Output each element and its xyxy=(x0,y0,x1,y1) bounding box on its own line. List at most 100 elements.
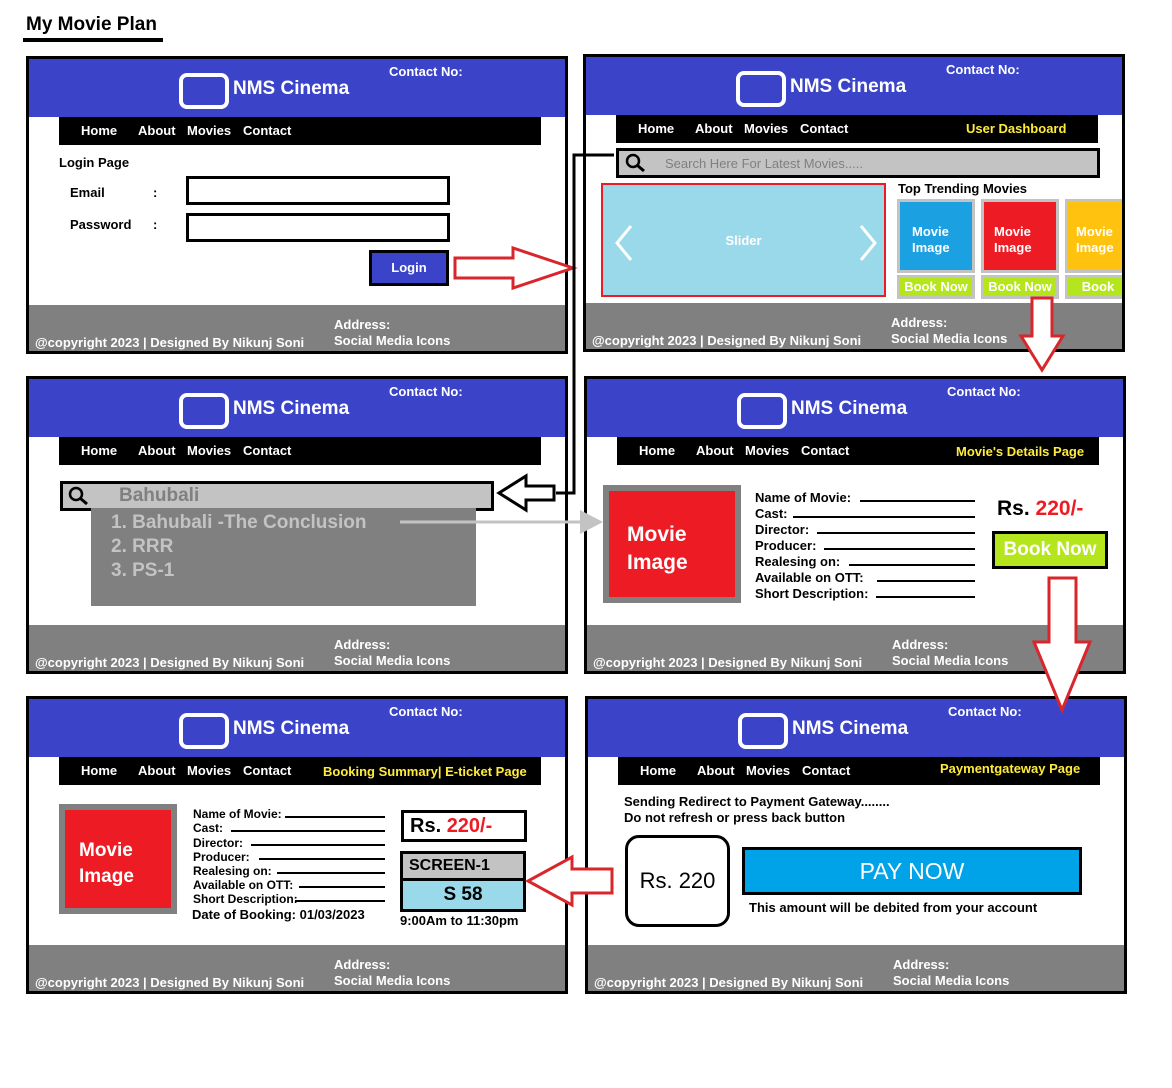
field-name-of-movie: Name of Movie: xyxy=(193,807,282,821)
address-label: Address: xyxy=(891,315,948,330)
nav-contact[interactable]: Contact xyxy=(243,123,292,138)
nav-home[interactable]: Home xyxy=(81,123,118,138)
field-short-description: Short Description: xyxy=(193,892,298,906)
brand-name: NMS Cinema xyxy=(792,718,909,739)
social-media-icons[interactable]: Social Media Icons xyxy=(892,653,1009,668)
nav-home[interactable]: Home xyxy=(639,443,676,458)
login-button[interactable]: Login xyxy=(369,250,449,286)
trending-title: Top Trending Movies xyxy=(898,181,1028,196)
book-now-button[interactable]: Book Now xyxy=(981,275,1059,299)
nav-home[interactable]: Home xyxy=(638,121,675,136)
search-placeholder: Search Here For Latest Movies..... xyxy=(665,156,863,171)
price-value: 220/- xyxy=(1035,497,1084,520)
nav-contact[interactable]: Contact xyxy=(243,443,292,458)
nav-movies[interactable]: Movies xyxy=(187,763,232,778)
social-media-icons[interactable]: Social Media Icons xyxy=(893,973,1010,988)
nav-movies[interactable]: Movies xyxy=(187,123,232,138)
flow-arrow-result-to-details xyxy=(580,510,603,534)
book-now-button[interactable]: Book xyxy=(1065,275,1122,299)
site-footer: @copyright 2023 | Designed By Nikunj Son… xyxy=(29,945,565,991)
refresh-warning: Do not refresh or press back button xyxy=(624,810,846,825)
redirect-message: Sending Redirect to Payment Gateway.....… xyxy=(624,794,890,809)
site-header: NMS Cinema Contact No: xyxy=(587,379,1123,437)
email-field[interactable] xyxy=(186,176,450,205)
field-name-of-movie: Name of Movie: xyxy=(755,490,852,505)
site-header: NMS Cinema Contact No: xyxy=(29,699,565,757)
field-available-on-ott: Available on OTT: xyxy=(193,878,294,892)
brand-name: NMS Cinema xyxy=(791,398,908,419)
movie-details-wireframe: NMS Cinema Contact No: Home About Movies… xyxy=(584,376,1126,674)
flow-arrow-login-to-dashboard xyxy=(453,245,578,291)
trending-card-image[interactable]: Movie Image xyxy=(897,199,975,273)
site-footer: @copyright 2023 | Designed By Nikunj Son… xyxy=(587,625,1123,671)
book-now-button[interactable]: Book Now xyxy=(992,531,1108,569)
nav-about[interactable]: About xyxy=(696,443,734,458)
payment-gateway-wireframe: NMS Cinema Contact No: Home About Movies… xyxy=(585,696,1127,994)
nav-movies[interactable]: Movies xyxy=(744,121,789,136)
site-footer: @copyright 2023 | Designed By Nikunj Son… xyxy=(588,945,1124,991)
slider-next-icon[interactable] xyxy=(857,223,879,263)
social-media-icons[interactable]: Social Media Icons xyxy=(334,333,451,348)
nav-about[interactable]: About xyxy=(138,763,176,778)
nav-movies[interactable]: Movies xyxy=(745,443,790,458)
password-colon: : xyxy=(153,217,158,232)
password-field[interactable] xyxy=(186,213,450,242)
slider-label: Slider xyxy=(725,233,762,248)
field-available-on-ott: Available on OTT: xyxy=(755,570,864,585)
contact-label: Contact No: xyxy=(389,384,463,399)
search-bar[interactable]: Search Here For Latest Movies..... xyxy=(616,148,1100,178)
movie-image: Movie Image xyxy=(603,485,741,603)
nav-contact[interactable]: Contact xyxy=(802,763,851,778)
field-producer: Producer: xyxy=(193,850,250,864)
trending-card-image[interactable]: Movie Image xyxy=(981,199,1059,273)
field-producer: Producer: xyxy=(755,538,817,553)
search-result-item[interactable]: 1. Bahubali -The Conclusion xyxy=(111,512,367,533)
password-label: Password xyxy=(70,217,132,232)
page-label: Movie's Details Page xyxy=(956,444,1085,459)
nav-home[interactable]: Home xyxy=(81,443,118,458)
nav-contact[interactable]: Contact xyxy=(243,763,292,778)
nav-movies[interactable]: Movies xyxy=(746,763,791,778)
price: Rs. 220/- xyxy=(997,497,1083,521)
search-result-item[interactable]: 3. PS-1 xyxy=(111,560,175,581)
nav-home[interactable]: Home xyxy=(640,763,677,778)
nav-about[interactable]: About xyxy=(695,121,733,136)
brand-name: NMS Cinema xyxy=(233,718,350,739)
email-colon: : xyxy=(153,185,158,200)
nav-about[interactable]: About xyxy=(697,763,735,778)
slider-prev-icon[interactable] xyxy=(613,223,635,263)
nav-about[interactable]: About xyxy=(138,443,176,458)
field-director: Director: xyxy=(193,836,244,850)
social-media-icons[interactable]: Social Media Icons xyxy=(891,331,1008,346)
site-footer: @copyright 2023 | Designed By Nikunj Son… xyxy=(29,305,565,351)
search-results-dropdown: 1. Bahubali -The Conclusion 2. RRR 3. PS… xyxy=(91,508,476,606)
flow-arrow-details-to-payment xyxy=(1031,576,1093,714)
nav-movies[interactable]: Movies xyxy=(187,443,232,458)
nav-contact[interactable]: Contact xyxy=(800,121,849,136)
copyright-text: @copyright 2023 | Designed By Nikunj Son… xyxy=(35,335,305,350)
search-result-item[interactable]: 2. RRR xyxy=(111,536,174,557)
logo-icon xyxy=(738,713,788,749)
book-now-button[interactable]: Book Now xyxy=(897,275,975,299)
contact-label: Contact No: xyxy=(389,704,463,719)
page-label: User Dashboard xyxy=(966,121,1067,136)
logo-icon xyxy=(737,393,787,429)
social-media-icons[interactable]: Social Media Icons xyxy=(334,973,451,988)
plan-title: My Movie Plan xyxy=(26,14,157,35)
show-time: 9:00Am to 11:30pm xyxy=(400,913,519,928)
field-short-description: Short Description: xyxy=(755,586,869,601)
site-header: NMS Cinema Contact No: xyxy=(588,699,1124,757)
slider[interactable]: Slider xyxy=(601,183,886,297)
pay-now-button[interactable]: PAY NOW xyxy=(742,847,1082,895)
nav-contact[interactable]: Contact xyxy=(801,443,850,458)
ticket-price: Rs. 220/- xyxy=(401,810,527,842)
contact-label: Contact No: xyxy=(947,384,1021,399)
nav-about[interactable]: About xyxy=(138,123,176,138)
login-page-wireframe: NMS Cinema Contact No: Home About Movies… xyxy=(26,56,568,354)
trending-card-image[interactable]: Movie Image xyxy=(1065,199,1122,273)
flow-arrow-payment-to-summary xyxy=(524,854,614,908)
field-cast: Cast: xyxy=(755,506,788,521)
nav-bar: Home About Movies Contact xyxy=(59,437,541,465)
social-media-icons[interactable]: Social Media Icons xyxy=(334,653,451,668)
nav-home[interactable]: Home xyxy=(81,763,118,778)
